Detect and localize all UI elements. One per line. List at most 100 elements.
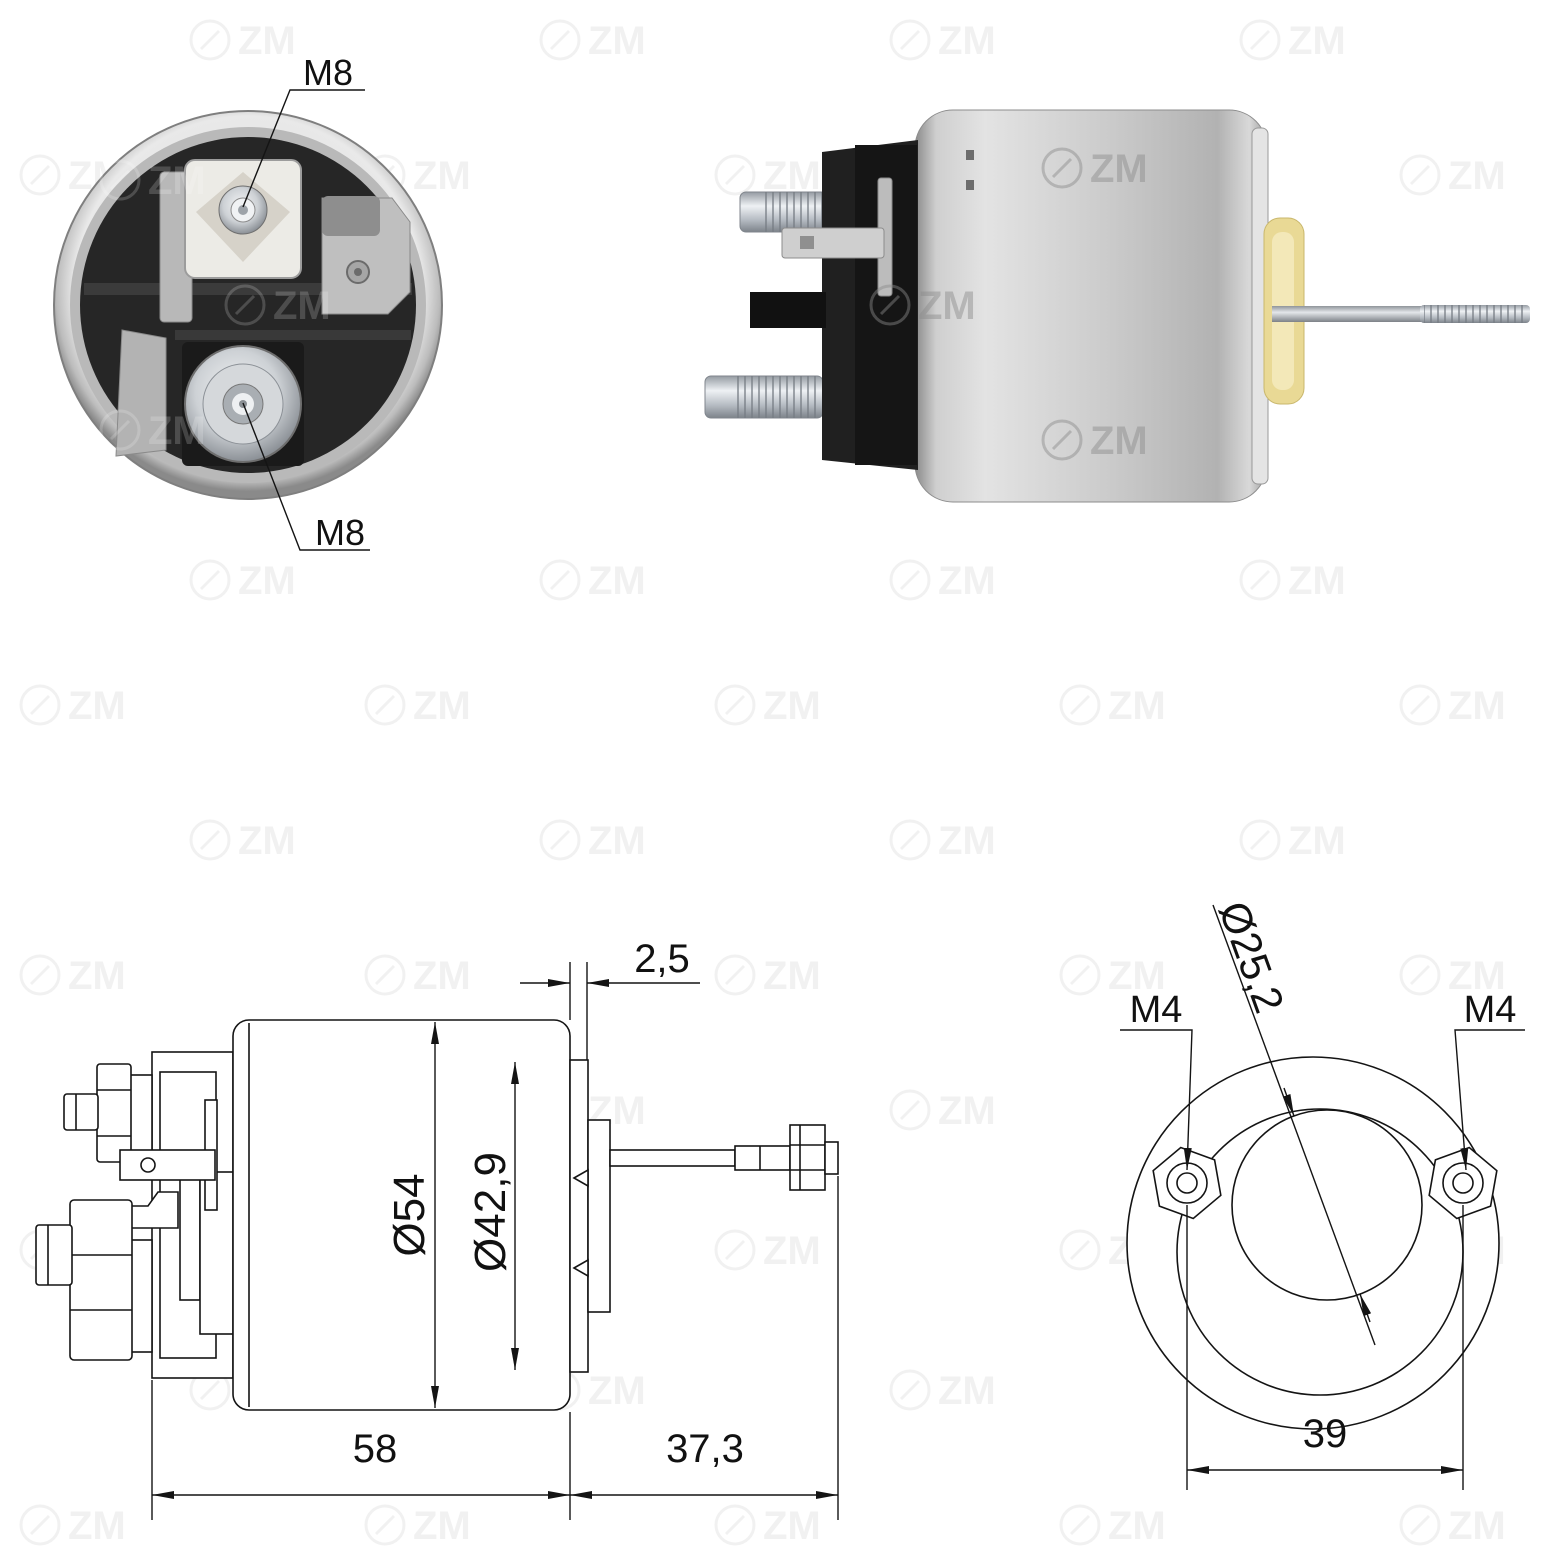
watermark-logo-stroke	[1249, 569, 1271, 591]
end-view-photo	[53, 110, 443, 500]
upper-washer	[129, 1074, 153, 1154]
watermark-logo-stroke	[1409, 964, 1431, 986]
watermark-logo-text: ZM	[763, 954, 821, 998]
watermark-logo: ZM	[1239, 19, 1346, 63]
watermark-logo-stroke	[199, 569, 221, 591]
watermark-logo-ring	[364, 954, 406, 996]
watermark-logo-ring	[714, 1504, 756, 1546]
watermark-logo: ZM	[539, 559, 646, 603]
watermark-logo: ZM	[1399, 1504, 1506, 1548]
end-drawing	[1126, 1056, 1500, 1430]
watermark-logo: ZM	[189, 819, 296, 863]
watermark-logo-text: ZM	[273, 284, 331, 328]
plunger-hub	[587, 1119, 611, 1313]
watermark-logo: ZM	[714, 1229, 821, 1273]
watermark-logo-ring	[1399, 684, 1441, 726]
watermark-logo-ring	[1041, 147, 1083, 189]
watermark-logo-stroke	[724, 164, 746, 186]
watermark-logo-text: ZM	[1108, 954, 1166, 998]
side-view-photo	[704, 109, 1530, 503]
watermark-logo-ring	[539, 559, 581, 601]
watermark-logo: ZM	[1059, 954, 1166, 998]
watermark-logo-text: ZM	[763, 684, 821, 728]
watermark-logo-text: ZM	[413, 954, 471, 998]
watermark-logo: ZM	[189, 559, 296, 603]
flange-thickness-label: 2,5	[634, 937, 690, 981]
watermark-logo: ZM	[889, 1369, 996, 1413]
upper-stud-end	[63, 1093, 99, 1131]
spade-terminal-hole	[800, 236, 814, 249]
watermark-logo-ring	[1059, 684, 1101, 726]
watermark-logo-text: ZM	[1090, 419, 1148, 463]
upper-terminal-leader	[242, 89, 365, 208]
watermark-logo-text: ZM	[1288, 819, 1346, 863]
watermark-logo-text: ZM	[938, 19, 996, 63]
watermark-logo-text: ZM	[763, 154, 821, 198]
plunger-shaft-thread-lines	[1424, 305, 1526, 323]
watermark-logo: ZM	[889, 1089, 996, 1133]
watermark-logo-ring	[99, 409, 141, 451]
watermark-logo-text: ZM	[238, 19, 296, 63]
shaft-nut	[789, 1124, 826, 1191]
watermark-logo-text: ZM	[148, 159, 206, 203]
flange-rib	[572, 1258, 589, 1278]
watermark-logo-ring	[224, 284, 266, 326]
watermark-logo: ZM	[539, 819, 646, 863]
watermark-logo-ring	[19, 154, 61, 196]
watermark-logo-ring	[889, 19, 931, 61]
watermark-logo-text: ZM	[68, 1504, 126, 1548]
watermark-logo-ring	[539, 819, 581, 861]
watermark-logo: ZM	[1239, 819, 1346, 863]
plunger-flange	[569, 1059, 589, 1373]
watermark-logo-text: ZM	[588, 819, 646, 863]
watermark-logo-ring	[1059, 1229, 1101, 1271]
body-mark-upper	[966, 150, 974, 160]
watermark-logo-text: ZM	[413, 1504, 471, 1548]
watermark-logo-ring	[19, 954, 61, 996]
watermark-logo-ring	[19, 684, 61, 726]
watermark-logo-stroke	[549, 829, 571, 851]
watermark-logo-stroke	[199, 829, 221, 851]
watermark-logo: ZM	[1059, 1504, 1166, 1548]
watermark-logo-text: ZM	[413, 684, 471, 728]
watermark-logo-text: ZM	[938, 819, 996, 863]
watermark-logo-text: ZM	[938, 1369, 996, 1413]
watermark-logo-stroke	[879, 294, 901, 316]
watermark-logo-ring	[189, 559, 231, 601]
watermark-logo: ZM	[539, 19, 646, 63]
watermark-logo-ring	[1399, 954, 1441, 996]
watermark-logo: ZM	[224, 284, 331, 328]
watermark-logo: ZM	[1399, 684, 1506, 728]
watermark-logo-stroke	[899, 569, 921, 591]
watermark-logo-ring	[1399, 1504, 1441, 1546]
bore-diameter-arrow-bottom	[1359, 1293, 1372, 1323]
hole-spacing-label: 39	[1303, 1412, 1348, 1456]
left-mounting-hole	[1176, 1172, 1198, 1194]
watermark-logo-stroke	[549, 569, 571, 591]
upper-terminal-stud-center	[238, 205, 248, 215]
watermark-logo-stroke	[1069, 1514, 1091, 1536]
watermark-logo-text: ZM	[1448, 154, 1506, 198]
watermark-logo-stroke	[1069, 694, 1091, 716]
watermark-logo-stroke	[1051, 429, 1073, 451]
watermark-logo-text: ZM	[238, 819, 296, 863]
watermark-logo-stroke	[724, 694, 746, 716]
body-mark-lower	[966, 180, 974, 190]
watermark-logo: ZM	[364, 954, 471, 998]
spade-terminal	[119, 1149, 216, 1181]
watermark-logo-text: ZM	[1288, 19, 1346, 63]
watermark-logo-ring	[364, 1504, 406, 1546]
watermark-logo-ring	[189, 819, 231, 861]
watermark-logo-text: ZM	[238, 559, 296, 603]
lower-terminal-leader	[242, 402, 370, 551]
watermark-logo-stroke	[199, 29, 221, 51]
watermark-logo-ring	[364, 684, 406, 726]
upper-stud-thread	[762, 192, 824, 232]
watermark-logo-text: ZM	[763, 1229, 821, 1273]
watermark-logo-stroke	[899, 1379, 921, 1401]
plunger-bore	[1231, 1109, 1423, 1301]
watermark-logo-stroke	[1249, 29, 1271, 51]
watermark-logo-ring	[889, 559, 931, 601]
watermark-logo-text: ZM	[1108, 1504, 1166, 1548]
